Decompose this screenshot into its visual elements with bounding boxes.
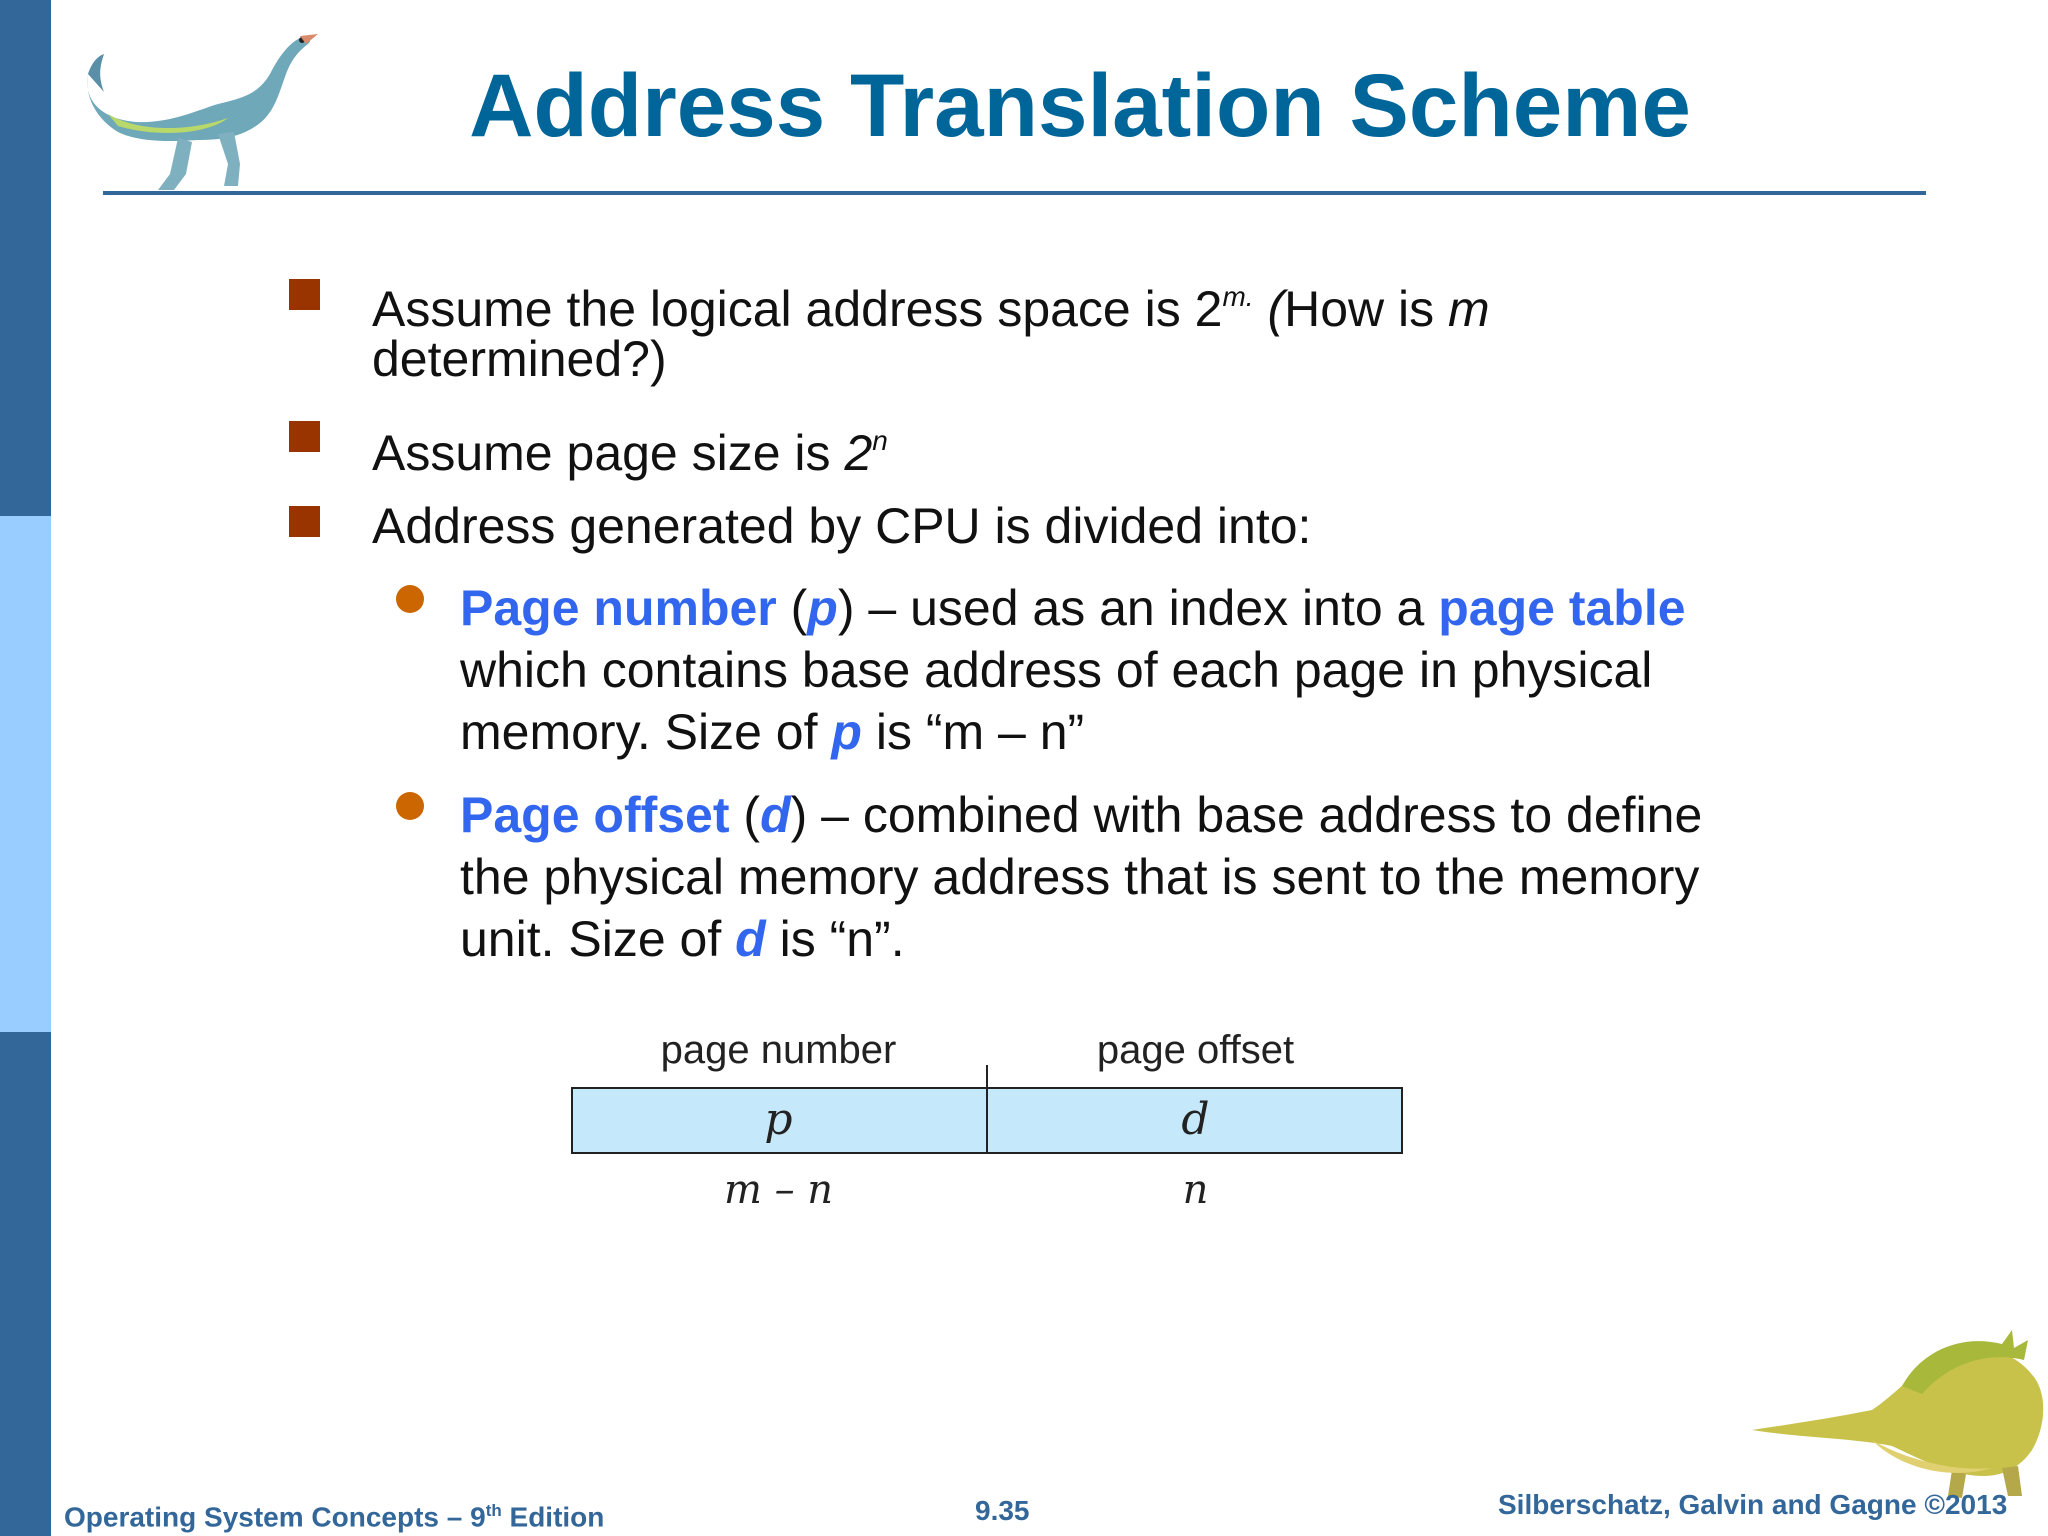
text-span: is “n”.: [765, 911, 905, 967]
bullet-text: Assume page size is 2n: [372, 410, 888, 484]
text-span: (: [1253, 281, 1285, 337]
sub-bullet-text-continued: memory. Size of p is “m – n”: [460, 701, 1084, 763]
diagram-label-page-number: page number: [660, 1028, 897, 1072]
variable: 2: [844, 425, 873, 481]
text-span: Operating System Concepts – 9: [64, 1501, 486, 1533]
bullet-dot: [396, 585, 424, 613]
bullet-text: Address generated by CPU is divided into…: [372, 498, 1312, 554]
diagram-size-n: n: [1182, 1167, 1209, 1213]
bullet-square: [289, 279, 320, 310]
bullet-text: Assume the logical address space is 2m. …: [372, 266, 1490, 340]
variable: p: [831, 704, 862, 760]
variable: p: [807, 580, 838, 636]
side-bar-accent: [0, 516, 51, 1032]
sub-bullet-text-continued: the physical memory address that is sent…: [460, 849, 1700, 905]
text-span: memory. Size of: [460, 704, 832, 760]
diagram-size-m-minus-n: m – n: [723, 1167, 834, 1213]
diagram-cell-d: d: [1181, 1094, 1210, 1145]
footer-book-title: Operating System Concepts – 9th Edition: [64, 1494, 604, 1534]
title-divider: [103, 191, 1926, 195]
text-span: Assume the logical address space is 2: [372, 281, 1223, 337]
address-format-divider: [986, 1065, 988, 1154]
bullet-dot: [396, 792, 424, 820]
variable: m: [1448, 281, 1490, 337]
dinosaur-top-icon: [87, 34, 318, 190]
term: Page number: [460, 580, 777, 636]
footer-page-number: 9.35: [975, 1495, 1030, 1526]
text-span: Edition: [501, 1501, 605, 1533]
sub-bullet-text-continued: which contains base address of each page…: [460, 642, 1653, 698]
superscript: th: [485, 1501, 502, 1520]
variable: d: [735, 911, 766, 967]
text-span: (: [776, 580, 808, 636]
diagram-label-page-offset: page offset: [1096, 1028, 1295, 1072]
sub-bullet-text-continued: unit. Size of d is “n”.: [460, 908, 905, 970]
text-span: ) – used as an index into a: [837, 580, 1439, 636]
text-span: (: [729, 787, 761, 843]
text-span: ) – combined with base address to define: [790, 787, 1703, 843]
bullet-text-continued: determined?): [372, 331, 667, 387]
bullet-square: [289, 421, 320, 452]
superscript: m.: [1222, 281, 1254, 312]
term: page table: [1438, 580, 1686, 636]
text-span: How is: [1284, 281, 1449, 337]
sub-bullet-text: Page number (p) – used as an index into …: [460, 577, 1686, 639]
side-bar: [0, 0, 51, 1536]
term: Page offset: [460, 787, 730, 843]
text-span: unit. Size of: [460, 911, 736, 967]
diagram-cell-p: p: [764, 1094, 793, 1145]
dinosaur-bottom-icon: [1752, 1330, 2044, 1498]
variable: d: [760, 787, 791, 843]
bullet-square: [289, 506, 320, 537]
text-span: is “m – n”: [861, 704, 1085, 760]
text-span: Assume page size is: [372, 425, 845, 481]
superscript: n: [872, 425, 888, 456]
slide-title: Address Translation Scheme: [469, 55, 1691, 155]
footer-copyright: Silberschatz, Galvin and Gagne ©2013: [1498, 1489, 2008, 1520]
sub-bullet-text: Page offset (d) – combined with base add…: [460, 784, 1702, 846]
